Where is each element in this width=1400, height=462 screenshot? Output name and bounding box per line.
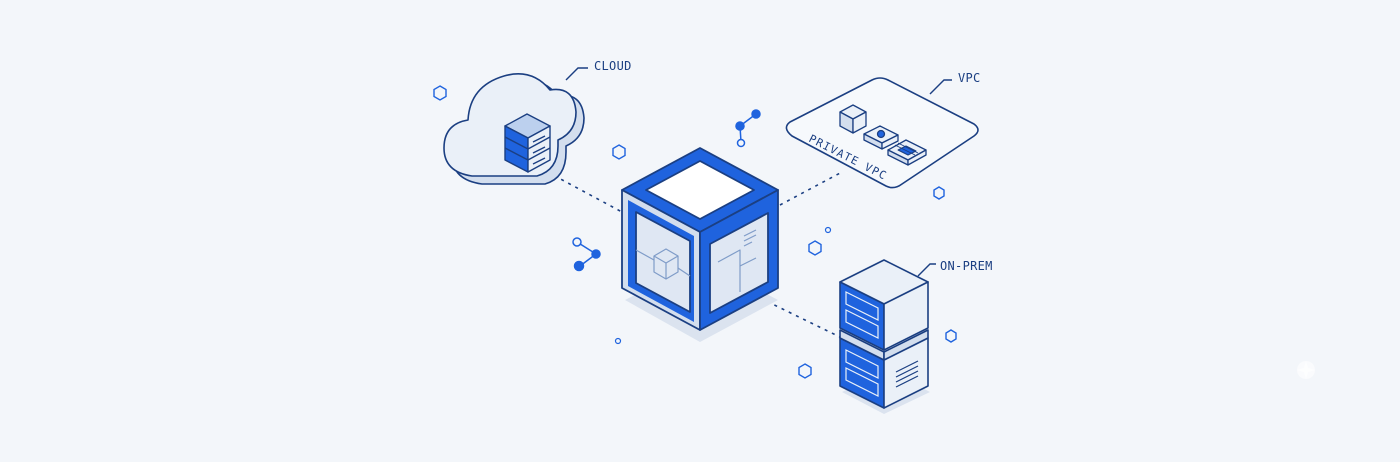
cloud-node: CLOUD [443, 59, 632, 185]
server-rack-vents [895, 360, 919, 388]
cloud-label-leader [565, 67, 588, 81]
vpc-label-leader [929, 79, 952, 95]
hexagon-icon [808, 240, 822, 256]
hexagon-icon [612, 144, 626, 160]
sparkle-icon [1297, 361, 1315, 379]
cube-icon [621, 147, 779, 331]
node-link-icon [572, 237, 601, 272]
hexagon-icon [933, 186, 945, 200]
connector-vpc [779, 171, 843, 206]
vpc-gear-box-icon [863, 125, 899, 150]
cloud-label: CLOUD [594, 59, 632, 73]
server-rack-icon [839, 259, 929, 409]
cpu-chip-icon [887, 139, 927, 166]
vpc-label: VPC [958, 71, 981, 85]
on-prem-label: ON-PREM [940, 259, 993, 273]
dot-icon [824, 226, 832, 234]
cube-inner-detail [635, 229, 757, 292]
vpc-cube-icon [839, 104, 867, 134]
connector-onprem [759, 297, 843, 339]
server-rack-slots [845, 291, 879, 397]
connector-lines [539, 167, 843, 339]
on-prem-node: ON-PREM [839, 259, 993, 414]
server-icon [504, 113, 551, 173]
decorative-hexagons [433, 85, 957, 379]
hexagon-icon [945, 329, 957, 343]
central-cube [621, 147, 779, 342]
node-link-icon [735, 109, 761, 148]
dot-icon [614, 337, 622, 345]
hexagon-icon [433, 85, 447, 101]
vpc-node: PRIVATE VPC VPC [785, 71, 981, 189]
hexagon-icon [798, 363, 812, 379]
on-prem-label-leader [917, 263, 936, 277]
